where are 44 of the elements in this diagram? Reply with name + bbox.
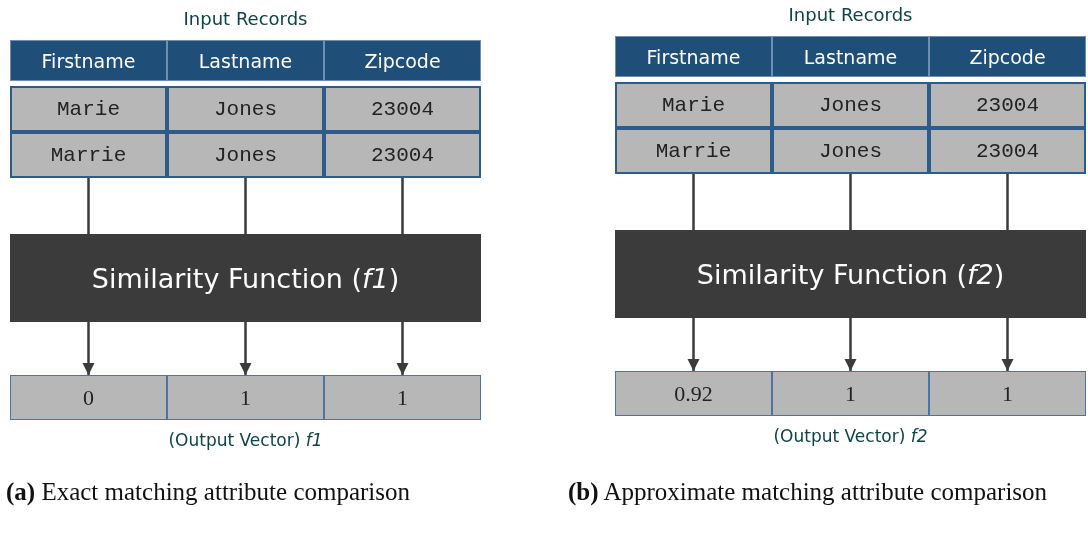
function-box: Similarity Function (f1): [10, 234, 481, 322]
header-cell: Lastname: [772, 36, 929, 77]
arrow: [396, 322, 409, 375]
arrow: [82, 322, 95, 375]
output-cell: 0: [10, 375, 167, 420]
figure-caption: (a) Exact matching attribute comparison: [6, 478, 412, 506]
record-cell: Marie: [10, 86, 167, 132]
header-cell: Zipcode: [324, 40, 481, 81]
record-cell: Jones: [167, 86, 324, 132]
record-cell: Marie: [615, 82, 772, 128]
connector-line: [1006, 174, 1009, 230]
header-cell: Zipcode: [929, 36, 1086, 77]
output-cell: 1: [167, 375, 324, 420]
record-cell: 23004: [324, 86, 481, 132]
record-cell: Jones: [772, 128, 929, 174]
header-cell: Lastname: [167, 40, 324, 81]
connector-line: [849, 174, 852, 230]
output-cell: 1: [772, 371, 929, 416]
vector-caption: (Output Vector) f2: [772, 426, 929, 446]
connector-line: [401, 178, 404, 234]
header-cell: Firstname: [10, 40, 167, 81]
table-title: Input Records: [787, 4, 914, 25]
vector-caption: (Output Vector) f1: [167, 430, 324, 450]
record-cell: 23004: [929, 128, 1086, 174]
header-cell: Firstname: [615, 36, 772, 77]
record-cell: 23004: [929, 82, 1086, 128]
record-cell: Jones: [772, 82, 929, 128]
output-cell: 1: [324, 375, 481, 420]
record-cell: Marrie: [10, 132, 167, 178]
output-cell: 1: [929, 371, 1086, 416]
arrow: [687, 318, 700, 371]
record-cell: 23004: [324, 132, 481, 178]
figure-caption: (b) Approximate matching attribute comparison: [568, 478, 1049, 506]
table-title: Input Records: [182, 8, 309, 29]
output-cell: 0.92: [615, 371, 772, 416]
connector-line: [244, 178, 247, 234]
connector-line: [87, 178, 90, 234]
record-cell: Marrie: [615, 128, 772, 174]
arrow: [844, 318, 857, 371]
function-box: Similarity Function (f2): [615, 230, 1086, 318]
arrow: [1001, 318, 1014, 371]
arrow: [239, 322, 252, 375]
record-cell: Jones: [167, 132, 324, 178]
connector-line: [692, 174, 695, 230]
